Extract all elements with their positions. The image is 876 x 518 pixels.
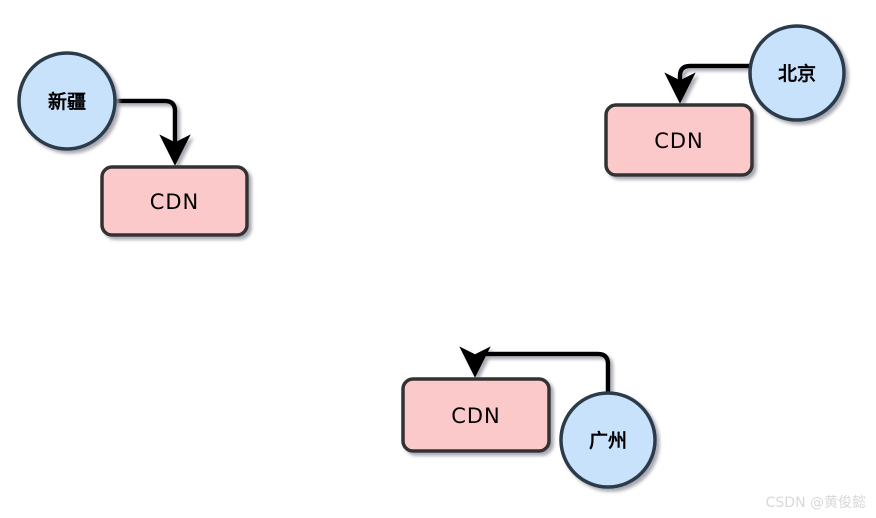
cdn-label-xinjiang: CDN [150,190,200,214]
guangzhou-label: 广州 [589,429,627,452]
beijing-circle-shape [748,24,846,122]
cdn-node-xinjiang[interactable]: CDN [100,165,249,237]
guangzhou-circle-shape [559,391,657,489]
cdn-node-guangzhou[interactable]: CDN [401,377,551,453]
edge-beijing-to-cdn[interactable] [664,63,754,104]
cdn-box-shape-guangzhou [401,377,551,453]
beijing-node[interactable]: 北京 [748,24,846,122]
xinjiang-node[interactable]: 新疆 [17,51,117,151]
cdn-label-guangzhou: CDN [451,404,501,428]
cdn-box-shape-xinjiang [100,165,249,237]
guangzhou-group: CDN 广州 [401,346,657,489]
xinjiang-group: CDN 新疆 [17,51,249,237]
guangzhou-node[interactable]: 广州 [559,391,657,489]
csdn-watermark: CSDN @黄俊懿 [765,495,866,511]
beijing-group: CDN 北京 [604,24,846,177]
edge-guangzhou-to-cdn[interactable] [459,346,611,396]
edge-xinjiang-to-cdn[interactable] [112,98,191,166]
cdn-label-beijing: CDN [654,129,704,153]
cdn-node-beijing[interactable]: CDN [604,103,754,177]
xinjiang-label: 新疆 [48,90,86,113]
xinjiang-circle-shape [17,51,117,151]
beijing-label: 北京 [778,62,816,85]
cdn-box-shape-beijing [604,103,754,177]
